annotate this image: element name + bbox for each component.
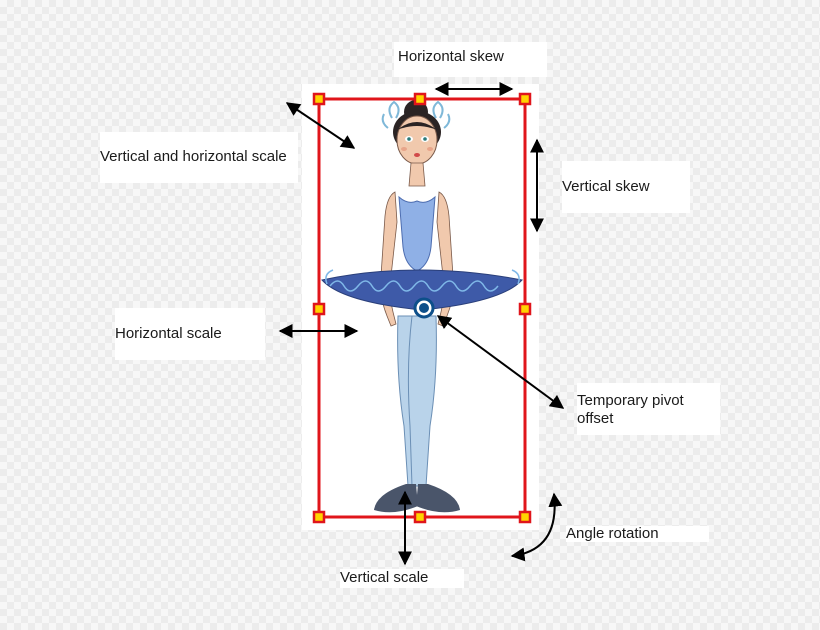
handle-top-right[interactable] [518, 92, 532, 106]
handle-top-left[interactable] [312, 92, 326, 106]
vertical-horizontal-scale-arrow [285, 102, 356, 149]
handle-bottom-center[interactable] [413, 510, 427, 524]
handle-bottom-right[interactable] [518, 510, 532, 524]
pivot-offset-arrow [436, 315, 565, 409]
vertical-and-horizontal-scale-label: Vertical and horizontal scale [100, 132, 298, 183]
handle-middle-right[interactable] [518, 302, 532, 316]
pivot-icon[interactable] [413, 297, 435, 319]
vertical-scale-label: Vertical scale [340, 569, 464, 588]
horizontal-skew-label: Horizontal skew [394, 42, 547, 77]
handle-bottom-left[interactable] [312, 510, 326, 524]
temporary-pivot-offset-line2: offset [577, 410, 614, 427]
angle-rotation-arrow [510, 492, 563, 562]
handle-top-center[interactable] [413, 92, 427, 106]
horizontal-scale-label: Horizontal scale [115, 308, 265, 360]
temporary-pivot-offset-label: Temporary pivot offset [577, 383, 720, 435]
angle-rotation-label: Angle rotation [566, 526, 709, 542]
transform-handles[interactable] [312, 92, 532, 524]
temporary-pivot-offset-line1: Temporary pivot [577, 392, 684, 409]
vertical-skew-label: Vertical skew [562, 161, 690, 213]
handle-middle-left[interactable] [312, 302, 326, 316]
